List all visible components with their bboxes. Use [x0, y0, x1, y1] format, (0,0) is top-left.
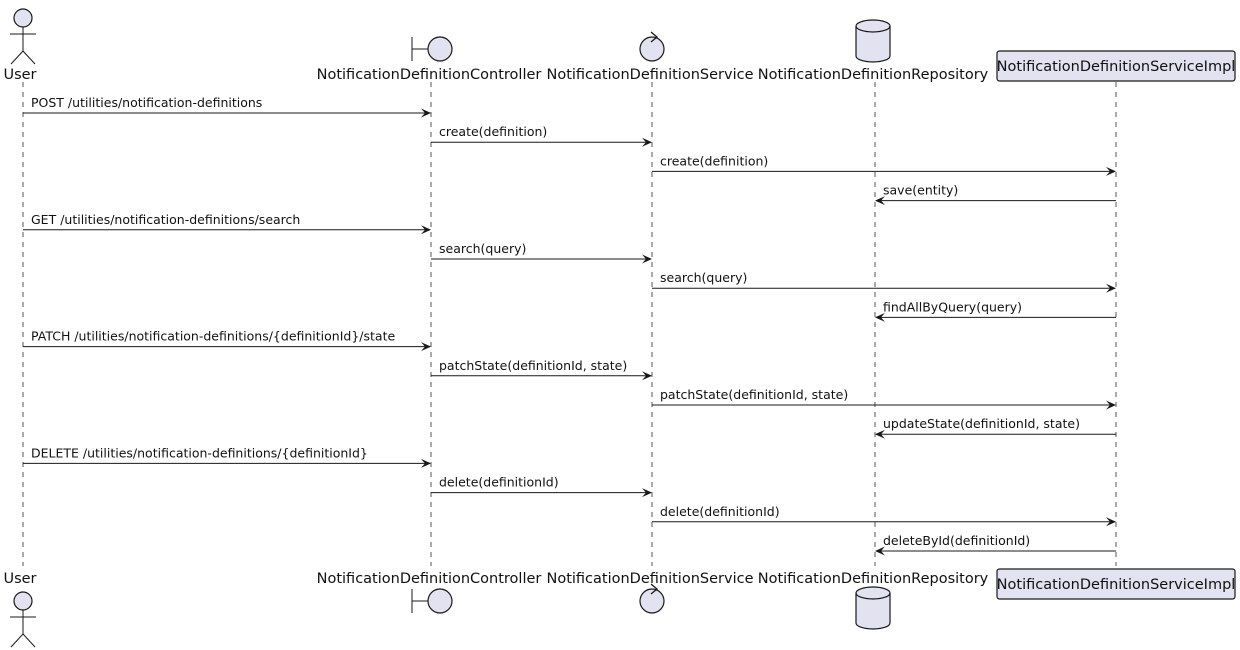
- message-6: search(query): [431, 241, 652, 264]
- participant-impl-top: NotificationDefinitionServiceImpl: [996, 50, 1236, 82]
- participant-repository-top: NotificationDefinitionRepository: [758, 19, 989, 83]
- participant-name-top: User: [3, 67, 36, 83]
- participant-name-top: NotificationDefinitionController: [317, 67, 542, 83]
- boundary-circle-icon: [427, 588, 453, 614]
- database-body-icon: [855, 19, 891, 63]
- actor-leg-icon: [22, 633, 36, 648]
- actor-head-icon: [13, 591, 33, 611]
- message-label: patchState(definitionId, state): [439, 358, 627, 373]
- boundary-circle-icon: [427, 36, 453, 62]
- arrowhead-icon: [421, 108, 431, 118]
- participant-name-top: NotificationDefinitionRepository: [758, 67, 989, 83]
- control-arrow-icon: [650, 583, 659, 595]
- participant-user-bottom: User: [3, 571, 37, 648]
- message-16: deleteById(definitionId): [875, 533, 1116, 556]
- arrowhead-icon: [1106, 517, 1116, 527]
- message-label: findAllByQuery(query): [883, 299, 1022, 314]
- arrowhead-icon: [875, 546, 885, 556]
- message-label: PATCH /utilities/notification-definition…: [31, 329, 395, 344]
- actor-head-icon: [13, 8, 33, 28]
- message-7: search(query): [652, 270, 1116, 293]
- control-circle-icon: [639, 588, 665, 614]
- message-label: save(entity): [883, 183, 958, 198]
- arrowhead-icon: [642, 371, 652, 381]
- actor-leg-icon: [10, 50, 24, 65]
- message-12: updateState(definitionId, state): [875, 416, 1116, 439]
- message-label: search(query): [660, 270, 747, 285]
- message-label: DELETE /utilities/notification-definitio…: [31, 445, 368, 460]
- participant-repository-bottom: NotificationDefinitionRepository: [758, 571, 989, 630]
- arrowhead-icon: [1106, 283, 1116, 293]
- participant-name-bottom: NotificationDefinitionController: [317, 571, 542, 587]
- message-2: create(definition): [431, 124, 652, 147]
- participant-controller-bottom: NotificationDefinitionController: [317, 571, 542, 614]
- message-label: delete(definitionId): [660, 504, 780, 519]
- arrowhead-icon: [421, 225, 431, 235]
- arrowhead-icon: [642, 137, 652, 147]
- participant-name-bottom: NotificationDefinitionRepository: [758, 571, 989, 587]
- participant-heads: UserUserNotificationDefinitionController…: [3, 8, 1236, 648]
- participant-name-top: NotificationDefinitionService: [546, 67, 753, 83]
- actor-leg-icon: [10, 633, 24, 648]
- messages: POST /utilities/notification-definitions…: [23, 95, 1116, 556]
- participant-name-bottom: NotificationDefinitionServiceImpl: [997, 577, 1236, 593]
- database-rim-icon: [855, 25, 891, 33]
- participant-user-top: User: [3, 8, 37, 83]
- arrowhead-icon: [642, 254, 652, 264]
- message-label: deleteById(definitionId): [883, 533, 1030, 548]
- message-10: patchState(definitionId, state): [431, 358, 652, 381]
- message-label: search(query): [439, 241, 526, 256]
- message-label: updateState(definitionId, state): [883, 416, 1080, 431]
- arrowhead-icon: [421, 458, 431, 468]
- arrowhead-icon: [875, 312, 885, 322]
- arrowhead-icon: [642, 488, 652, 498]
- message-label: delete(definitionId): [439, 475, 559, 490]
- lifelines: [22, 82, 1117, 566]
- actor-leg-icon: [22, 50, 36, 65]
- participant-impl-bottom: NotificationDefinitionServiceImpl: [996, 568, 1236, 600]
- participant-service-bottom: NotificationDefinitionService: [546, 571, 754, 614]
- participant-box: [996, 50, 1236, 82]
- arrowhead-icon: [875, 429, 885, 439]
- participant-controller-top: NotificationDefinitionController: [317, 36, 542, 83]
- control-arrow-icon: [650, 31, 659, 43]
- participant-name-top: NotificationDefinitionServiceImpl: [997, 59, 1236, 75]
- message-1: POST /utilities/notification-definitions: [23, 95, 431, 118]
- message-15: delete(definitionId): [652, 504, 1116, 527]
- message-9: PATCH /utilities/notification-definition…: [23, 329, 431, 352]
- control-circle-icon: [639, 36, 665, 62]
- message-11: patchState(definitionId, state): [652, 387, 1116, 410]
- arrowhead-icon: [421, 342, 431, 352]
- database-rim-icon: [855, 592, 891, 600]
- message-label: create(definition): [660, 153, 768, 168]
- arrowhead-icon: [875, 196, 885, 206]
- message-5: GET /utilities/notification-definitions/…: [23, 212, 431, 235]
- arrowhead-icon: [1106, 400, 1116, 410]
- message-4: save(entity): [875, 183, 1116, 206]
- message-label: patchState(definitionId, state): [660, 387, 848, 402]
- message-label: GET /utilities/notification-definitions/…: [31, 212, 300, 227]
- database-body-icon: [855, 586, 891, 630]
- message-label: POST /utilities/notification-definitions: [31, 95, 262, 110]
- message-label: create(definition): [439, 124, 547, 139]
- participant-name-bottom: User: [3, 571, 36, 587]
- participant-service-top: NotificationDefinitionService: [546, 31, 754, 83]
- participant-name-bottom: NotificationDefinitionService: [546, 571, 753, 587]
- participant-box: [996, 568, 1236, 600]
- arrowhead-icon: [1106, 166, 1116, 176]
- message-13: DELETE /utilities/notification-definitio…: [23, 445, 431, 468]
- message-3: create(definition): [652, 153, 1116, 176]
- message-8: findAllByQuery(query): [875, 299, 1116, 322]
- message-14: delete(definitionId): [431, 475, 652, 498]
